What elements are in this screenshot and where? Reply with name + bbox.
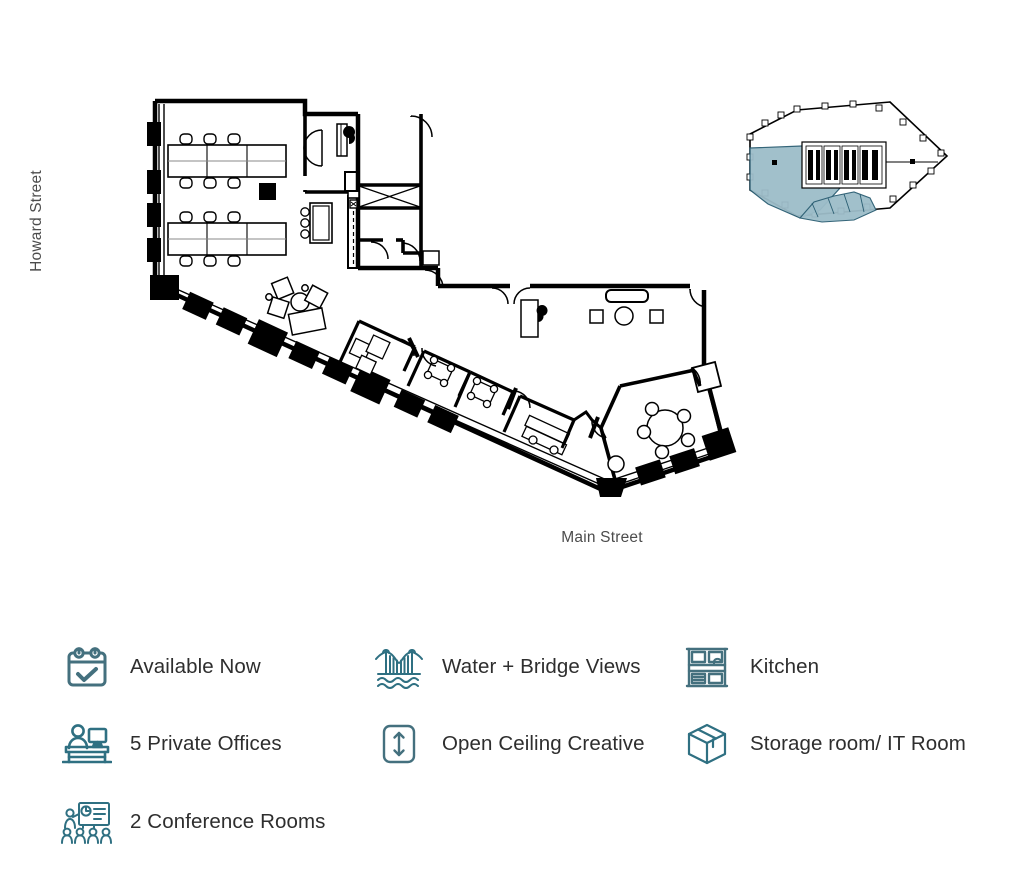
stair-shaft-hatch bbox=[358, 185, 421, 208]
storage-box-icon bbox=[680, 717, 734, 771]
legend-label-water-bridge-views: Water + Bridge Views bbox=[442, 655, 641, 678]
lounge-seating-cluster bbox=[265, 276, 329, 336]
reception-desk bbox=[520, 299, 548, 338]
reception-lounge-sofa bbox=[605, 289, 649, 303]
office-1-desk bbox=[348, 334, 391, 376]
legend-item-kitchen: Kitchen bbox=[680, 640, 819, 694]
legend-label-available-now: Available Now bbox=[130, 655, 261, 678]
it-closet bbox=[344, 171, 359, 192]
calendar-check-icon bbox=[60, 640, 114, 694]
legend-item-private-offices: 5 Private Offices bbox=[60, 717, 282, 771]
kitchen-cabinets-icon bbox=[680, 640, 734, 694]
floor-plan-drawing: Howard Street Main Street bbox=[28, 98, 949, 546]
legend-label-open-ceiling-creative: Open Ceiling Creative bbox=[442, 732, 645, 755]
conference-table-north-2 bbox=[167, 211, 287, 267]
floor-plan-svg bbox=[147, 98, 949, 497]
amenities-legend: Available Now 5 Private Offices bbox=[0, 600, 1018, 894]
legend-item-conference-rooms: 2 Conference Rooms bbox=[60, 795, 326, 849]
legend-label-private-offices: 5 Private Offices bbox=[130, 732, 282, 755]
reception-desk-icon bbox=[60, 717, 114, 771]
office-4-desk bbox=[521, 414, 571, 456]
service-corridor bbox=[347, 190, 360, 269]
legend-item-storage-it-room: Storage room/ IT Room bbox=[680, 717, 966, 771]
street-label-main: Main Street bbox=[561, 529, 643, 546]
window-mullion-blocks bbox=[147, 122, 737, 497]
round-conference-table bbox=[636, 401, 696, 460]
building-key-plan bbox=[746, 100, 949, 223]
vestibule-door bbox=[690, 367, 702, 387]
door-swings bbox=[303, 115, 707, 308]
legend-item-water-bridge-views: Water + Bridge Views bbox=[372, 640, 641, 694]
legend-item-open-ceiling-creative: Open Ceiling Creative bbox=[372, 717, 645, 771]
north-room-casework bbox=[336, 123, 356, 157]
street-label-howard: Howard Street bbox=[28, 170, 45, 272]
structural-column bbox=[259, 183, 276, 200]
bridge-water-icon bbox=[372, 640, 426, 694]
kitchen-counter bbox=[300, 202, 333, 244]
conference-table-north-1 bbox=[167, 133, 287, 189]
office-door-swings bbox=[398, 337, 607, 439]
round-side-table bbox=[607, 455, 625, 473]
office-2-desk bbox=[423, 355, 456, 388]
legend-label-storage-it-room: Storage room/ IT Room bbox=[750, 732, 966, 755]
ne-cabinet bbox=[422, 250, 440, 266]
reception-lounge-chairs bbox=[589, 306, 664, 326]
legend-label-conference-rooms: 2 Conference Rooms bbox=[130, 810, 326, 833]
legend-label-kitchen: Kitchen bbox=[750, 655, 820, 678]
office-3-desk bbox=[466, 376, 499, 409]
vertical-arrow-box-icon bbox=[372, 717, 426, 771]
presentation-group-icon bbox=[60, 795, 114, 849]
legend-item-available-now: Available Now bbox=[60, 640, 261, 694]
